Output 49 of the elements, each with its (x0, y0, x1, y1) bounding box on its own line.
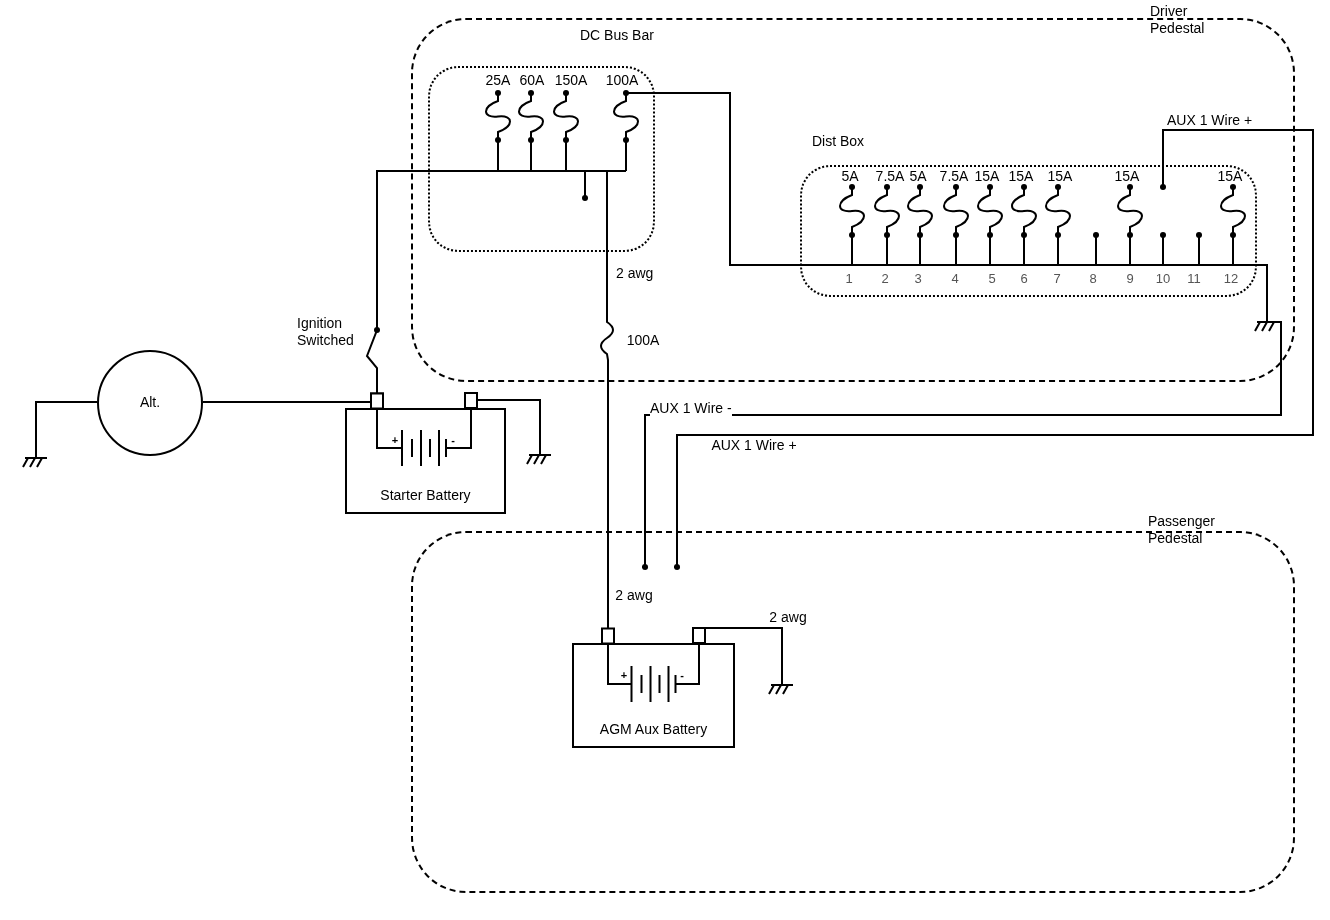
terminal-number: 3 (914, 270, 922, 287)
rating-label: 7.5A (875, 168, 905, 185)
rating-label: 150A (554, 72, 588, 89)
rating-label: 100A (626, 332, 660, 349)
alternator-circle (97, 350, 203, 456)
wire-label: 2 awg (616, 265, 654, 282)
rating-label: 15A (1047, 168, 1073, 185)
wire (600, 251, 615, 645)
terminal-number: 10 (1155, 270, 1171, 287)
wire (654, 92, 801, 266)
terminal-number: 7 (1053, 270, 1061, 287)
polarity-mark: + (620, 668, 628, 683)
terminal-number: 5 (988, 270, 996, 287)
terminal-number: 8 (1089, 270, 1097, 287)
wire (641, 264, 1282, 571)
rating-label: 15A (1114, 168, 1140, 185)
rating-label: 2 awg (615, 587, 653, 604)
terminal-number: 2 (881, 270, 889, 287)
group-heading: Passenger Pedestal (1148, 513, 1216, 547)
terminal-number: 1 (845, 270, 853, 287)
terminal-number: 4 (951, 270, 959, 287)
rating-label: 2 awg (769, 609, 807, 626)
polarity-mark: - (451, 433, 455, 448)
group-heading: Driver Pedestal (1150, 3, 1206, 37)
rating-label: 15A (1217, 168, 1243, 185)
wire (673, 129, 1314, 571)
terminal-number: 11 (1187, 270, 1201, 287)
node-label: Alt. (139, 394, 161, 411)
polarity-mark: - (680, 668, 684, 683)
node-label: AGM Aux Battery (599, 721, 708, 738)
rating-label: 7.5A (939, 168, 969, 185)
terminal-number: 6 (1020, 270, 1028, 287)
terminal-number: 12 (1223, 270, 1239, 287)
polarity-mark: + (391, 433, 399, 448)
group-heading: Dist Box (812, 133, 866, 150)
rating-label: 25A (485, 72, 511, 89)
rating-label: 15A (1008, 168, 1034, 185)
group-heading: DC Bus Bar (580, 27, 654, 44)
node-label: Starter Battery (380, 487, 471, 504)
wire-label: AUX 1 Wire - (650, 400, 732, 417)
rating-label: AUX 1 Wire + (711, 437, 797, 454)
battery-box (572, 643, 735, 748)
rating-label: 5A (909, 168, 927, 185)
rating-label: 15A (974, 168, 1000, 185)
rating-label: 60A (519, 72, 545, 89)
rating-label: 100A (605, 72, 639, 89)
rating-label: 5A (841, 168, 859, 185)
battery-box (345, 408, 506, 514)
terminal-number: 9 (1126, 270, 1134, 287)
